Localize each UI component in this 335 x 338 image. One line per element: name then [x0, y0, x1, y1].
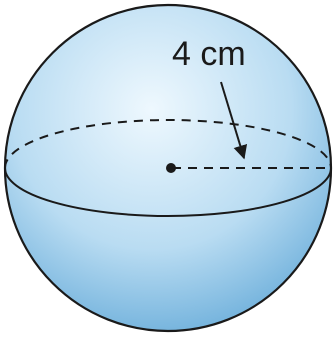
label-arrow — [220, 81, 248, 160]
center-point — [166, 163, 176, 173]
radius-label: 4 cm — [172, 35, 246, 73]
equator-back-dashed — [4, 119, 332, 169]
equator-front — [4, 167, 332, 217]
